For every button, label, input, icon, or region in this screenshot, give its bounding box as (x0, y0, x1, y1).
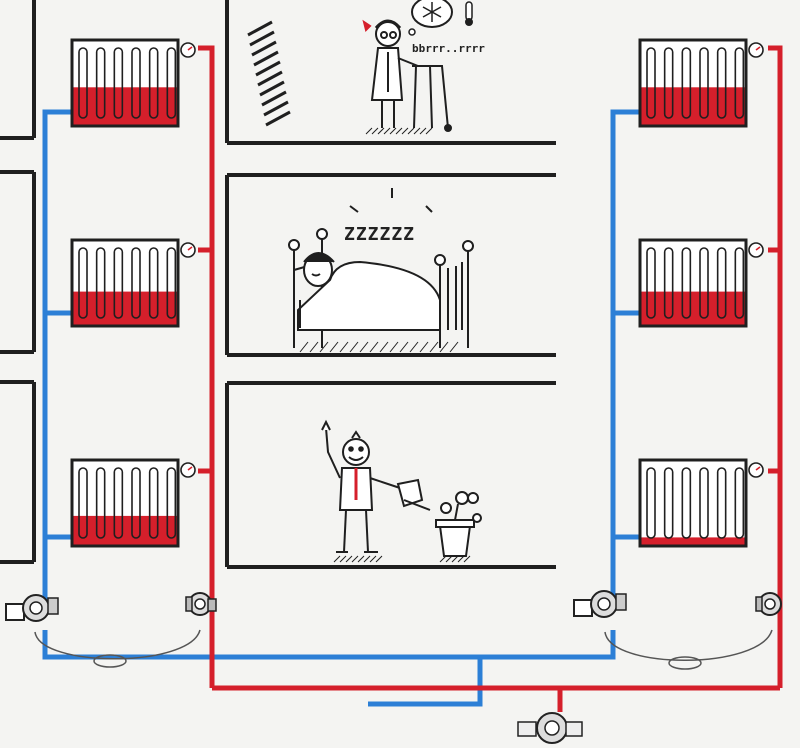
radiator-right-1 (638, 38, 764, 128)
radiator-fin (131, 247, 141, 319)
pressure-gauge-icon (748, 42, 764, 58)
radiator-fin (78, 47, 88, 119)
radiator-fin (681, 247, 692, 319)
radiator-fin (734, 247, 745, 319)
radiators (70, 38, 764, 548)
radiator-fin (166, 467, 177, 539)
radiator-fin (131, 467, 141, 539)
sleeping-person (303, 252, 335, 287)
radiator-fin (113, 467, 124, 539)
valve-icon (755, 592, 782, 616)
radiator-water-level (73, 515, 177, 545)
radiator-fin (663, 467, 674, 539)
radiator-water-level (641, 87, 745, 125)
radiator-water-level (73, 291, 177, 325)
pump-icon (517, 712, 583, 744)
radiator-right-2 (638, 238, 764, 328)
snore-text: ZZZZZZ (344, 224, 415, 245)
gardener-figure (321, 419, 401, 553)
radiator-fin (95, 47, 106, 119)
bed (288, 228, 474, 348)
radiator-fin (699, 467, 709, 539)
shiver-text: bbrrr..rrrr (412, 42, 485, 55)
pressure-gauge-icon (180, 462, 196, 478)
radiator-fin (734, 47, 745, 119)
radiator-fin (646, 47, 656, 119)
radiator-fin (663, 247, 674, 319)
radiator-fin (95, 247, 106, 319)
radiator-fin (734, 467, 745, 539)
bypass-hoses (34, 629, 773, 670)
radiator-fin (646, 467, 656, 539)
hot-supply-pipes (198, 45, 783, 712)
floor-shadow (333, 555, 471, 563)
radiator-fin (78, 247, 88, 319)
thermometer-icon (465, 1, 473, 26)
window-blinds (247, 20, 291, 127)
snowflake-icon (422, 2, 442, 22)
potted-plant (435, 491, 482, 557)
radiator-fin (148, 467, 159, 539)
radiator-fin (148, 247, 159, 319)
pump-icon (573, 590, 627, 618)
floor-shadow (365, 127, 433, 135)
radiator-water-level (641, 537, 745, 545)
radiator-right-3 (638, 458, 764, 548)
pressure-gauge-icon (748, 242, 764, 258)
elderly-woman-figure (362, 19, 452, 132)
cold-return-pipes (42, 109, 640, 707)
watering-can-icon (396, 478, 431, 511)
radiator-fin (681, 47, 692, 119)
radiator-fin (113, 47, 124, 119)
thought-bubble (408, 0, 453, 36)
radiator-fin (78, 467, 88, 539)
radiator-fin (166, 247, 177, 319)
radiator-left-3 (70, 458, 196, 548)
floor-shadow (299, 341, 459, 353)
radiator-fin (699, 47, 709, 119)
radiator-water-level (641, 291, 745, 325)
pump-icon (5, 594, 59, 622)
pressure-gauge-icon (180, 42, 196, 58)
radiator-fin (646, 247, 656, 319)
radiator-fin (716, 47, 727, 119)
radiator-fin (131, 47, 141, 119)
pressure-gauge-icon (180, 242, 196, 258)
radiator-fin (716, 247, 727, 319)
building-structure (0, 0, 556, 569)
radiator-fin (716, 467, 727, 539)
radiator-fin (113, 247, 124, 319)
radiator-fin (699, 247, 709, 319)
snore-marks (349, 188, 433, 213)
radiator-water-level (73, 87, 177, 125)
radiator-left-1 (70, 38, 196, 128)
radiator-left-2 (70, 238, 196, 328)
radiator-fin (95, 467, 106, 539)
pressure-gauge-icon (748, 462, 764, 478)
valve-icon (185, 592, 217, 616)
radiator-fin (681, 467, 692, 539)
radiator-fin (166, 47, 177, 119)
radiator-fin (148, 47, 159, 119)
radiator-fin (663, 47, 674, 119)
